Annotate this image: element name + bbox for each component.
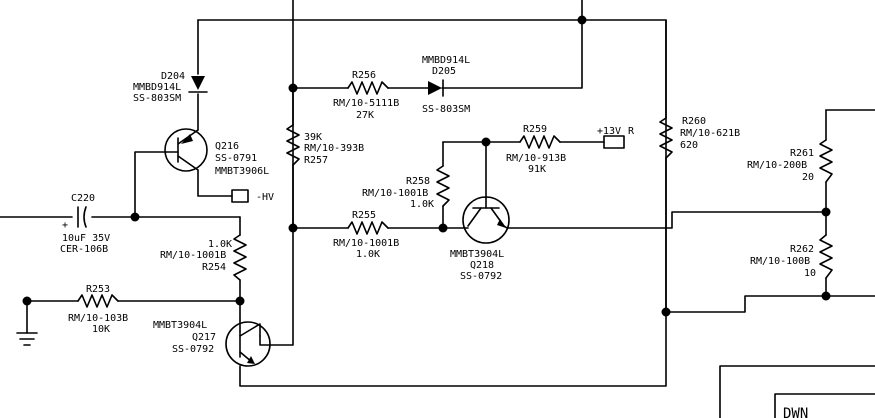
dwn-label: DWN <box>783 406 808 418</box>
r262-value: 10 <box>804 268 816 279</box>
resistor-r253: R253 RM/10-103B 10K <box>68 284 128 335</box>
q218-part: MMBT3904L <box>450 249 504 260</box>
resistor-r259: R259 RM/10-913B 91K <box>506 124 566 175</box>
q218-code: SS-0792 <box>460 271 502 282</box>
r257-ref: R257 <box>304 155 328 166</box>
c220-ref: C220 <box>71 193 95 204</box>
r254-code: RM/10-1001B <box>160 250 226 261</box>
r260-value: 620 <box>680 140 698 151</box>
r256-value: 27K <box>356 110 374 121</box>
r256-code: RM/10-5111B <box>333 98 399 109</box>
d205-ref: D205 <box>432 66 456 77</box>
r260-code: RM/10-621B <box>680 128 740 139</box>
d205-code: SS-803SM <box>422 104 470 115</box>
resistor-r260: R260 RM/10-621B 620 <box>659 116 740 159</box>
resistor-r261: R261 RM/10-200B 20 <box>747 139 833 183</box>
d204-code: SS-803SM <box>133 93 181 104</box>
c220-value: 10uF 35V <box>62 233 110 244</box>
transistor-q217: MMBT3904L Q217 SS-0792 <box>153 319 271 367</box>
resistor-r262: R262 RM/10-100B 10 <box>750 234 833 279</box>
r259-ref: R259 <box>523 124 547 135</box>
r258-code: RM/10-1001B <box>362 188 428 199</box>
r254-value: 1.0K <box>208 239 232 250</box>
r257-value: 39K <box>304 132 322 143</box>
r253-value: 10K <box>92 324 110 335</box>
r259-value: 91K <box>528 164 546 175</box>
r253-code: RM/10-103B <box>68 313 128 324</box>
c220-code: CER-106B <box>60 244 108 255</box>
junctions <box>22 15 831 317</box>
q217-part: MMBT3904L <box>153 320 207 331</box>
transistor-q218: MMBT3904L Q218 SS-0792 <box>450 196 510 282</box>
r253-ref: R253 <box>86 284 110 295</box>
r261-value: 20 <box>802 172 814 183</box>
diode-d204: D204 MMBD914L SS-803SM <box>133 71 208 104</box>
resistor-r255: R255 RM/10-1001B 1.0K <box>333 210 399 260</box>
v13-label: +13V <box>597 126 621 137</box>
connector-hv: -HV <box>231 189 274 203</box>
q217-code: SS-0792 <box>172 344 214 355</box>
capacitor-c220: C220 + 10uF 35V CER-106B <box>60 193 110 255</box>
r262-ref: R262 <box>790 244 814 255</box>
r258-ref: R258 <box>406 176 430 187</box>
r255-code: RM/10-1001B <box>333 238 399 249</box>
c220-polarity: + <box>62 220 68 231</box>
connector-13v: +13V R <box>597 126 635 149</box>
d205-part: MMBD914L <box>422 55 470 66</box>
r254-ref: R254 <box>202 262 226 273</box>
q218-ref: Q218 <box>470 260 494 271</box>
d204-ref: D204 <box>161 71 185 82</box>
q216-part: MMBT3906L <box>215 166 269 177</box>
r255-ref: R255 <box>352 210 376 221</box>
r257-code: RM/10-393B <box>304 143 364 154</box>
resistor-r258: R258 RM/10-1001B 1.0K <box>362 165 450 210</box>
r255-value: 1.0K <box>356 249 380 260</box>
r260-ref: R260 <box>682 116 706 127</box>
q216-ref: Q216 <box>215 141 239 152</box>
q217-ref: Q217 <box>192 332 216 343</box>
r259-code: RM/10-913B <box>506 153 566 164</box>
q216-code: SS-0791 <box>215 153 257 164</box>
d204-part: MMBD914L <box>133 82 181 93</box>
diode-d205: MMBD914L D205 SS-803SM <box>422 55 470 115</box>
resistor-r256: R256 RM/10-5111B 27K <box>333 70 399 121</box>
r-label: R <box>628 126 635 137</box>
resistor-r257: 39K RM/10-393B R257 <box>286 124 364 166</box>
r261-ref: R261 <box>790 148 814 159</box>
resistor-r254: 1.0K RM/10-1001B R254 <box>160 234 247 281</box>
transistor-q216: Q216 SS-0791 MMBT3906L <box>164 128 269 177</box>
r261-code: RM/10-200B <box>747 160 807 171</box>
r258-value: 1.0K <box>410 199 434 210</box>
r256-ref: R256 <box>352 70 376 81</box>
ground-symbol <box>16 332 38 346</box>
hv-label: -HV <box>256 192 274 203</box>
r262-code: RM/10-100B <box>750 256 810 267</box>
